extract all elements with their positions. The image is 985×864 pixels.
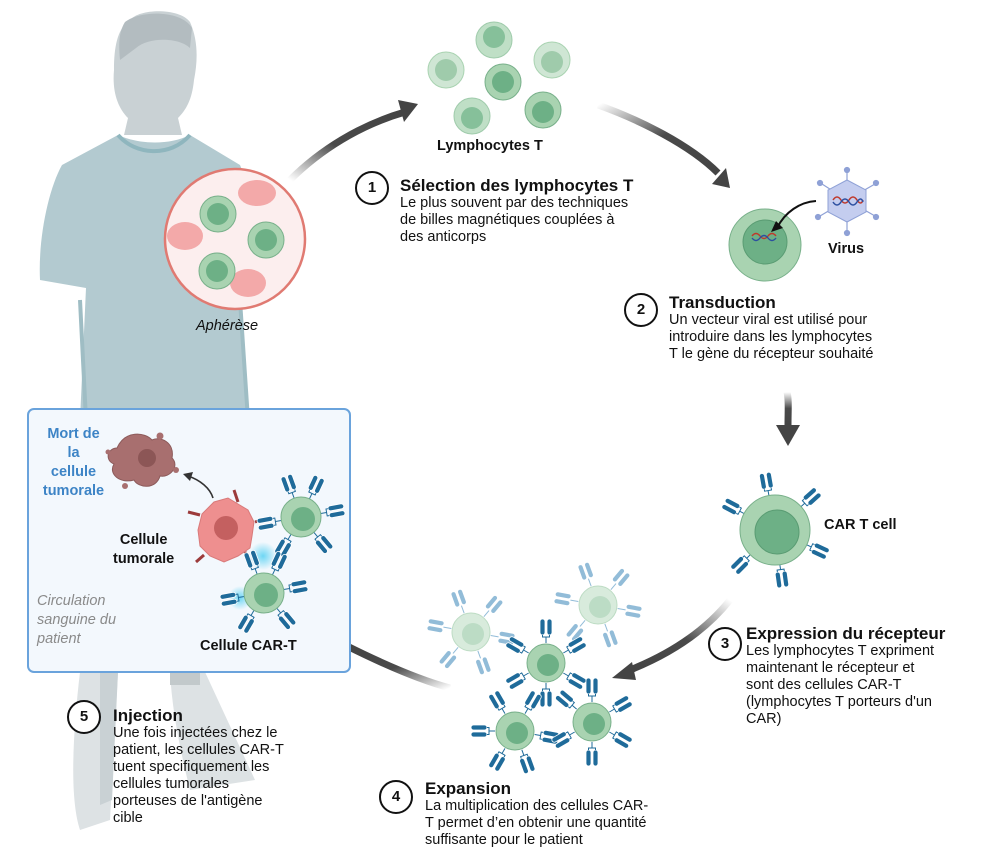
step-number-badge: 1 <box>355 171 389 205</box>
step-number-badge: 3 <box>708 627 742 661</box>
car-t-cell-fr-label: Cellule CAR-T <box>200 638 297 654</box>
virus-icon <box>814 166 880 237</box>
lymphocytes-cluster <box>427 21 571 135</box>
step-number-badge: 5 <box>67 700 101 734</box>
circulation-label: Circulation sanguine du patient <box>37 593 117 647</box>
expansion-cells <box>426 561 643 775</box>
lymphocytes-label: Lymphocytes T <box>437 138 543 154</box>
car-t-cell-inset-top <box>256 473 346 559</box>
step-title: Expansion <box>425 779 511 798</box>
step-number-badge: 2 <box>624 293 658 327</box>
step-title: Injection <box>113 706 183 725</box>
transduction-cell <box>728 200 817 282</box>
blood-circulation-panel <box>27 408 351 673</box>
apheresis-circle <box>163 167 307 311</box>
step-title: Sélection des lymphocytes T <box>400 176 634 195</box>
car-t-cell-label: CAR T cell <box>824 517 897 533</box>
step-title: Expression du récepteur <box>746 624 946 643</box>
dead-tumor-cell-icon <box>105 432 214 499</box>
car-t-cell-inset-bottom <box>219 549 309 635</box>
tumor-death-label: Mort de la cellule tumorale <box>42 426 105 499</box>
step-number-badge: 4 <box>379 780 413 814</box>
tumor-cell-icon <box>187 489 269 564</box>
apheresis-label: Aphérèse <box>196 318 259 334</box>
step-title: Transduction <box>669 293 776 312</box>
virus-label: Virus <box>828 241 865 257</box>
car-t-cell-illustration <box>720 471 831 589</box>
process-arrows <box>287 100 800 692</box>
tumor-cell-label: Cellule tumorale <box>113 532 175 567</box>
